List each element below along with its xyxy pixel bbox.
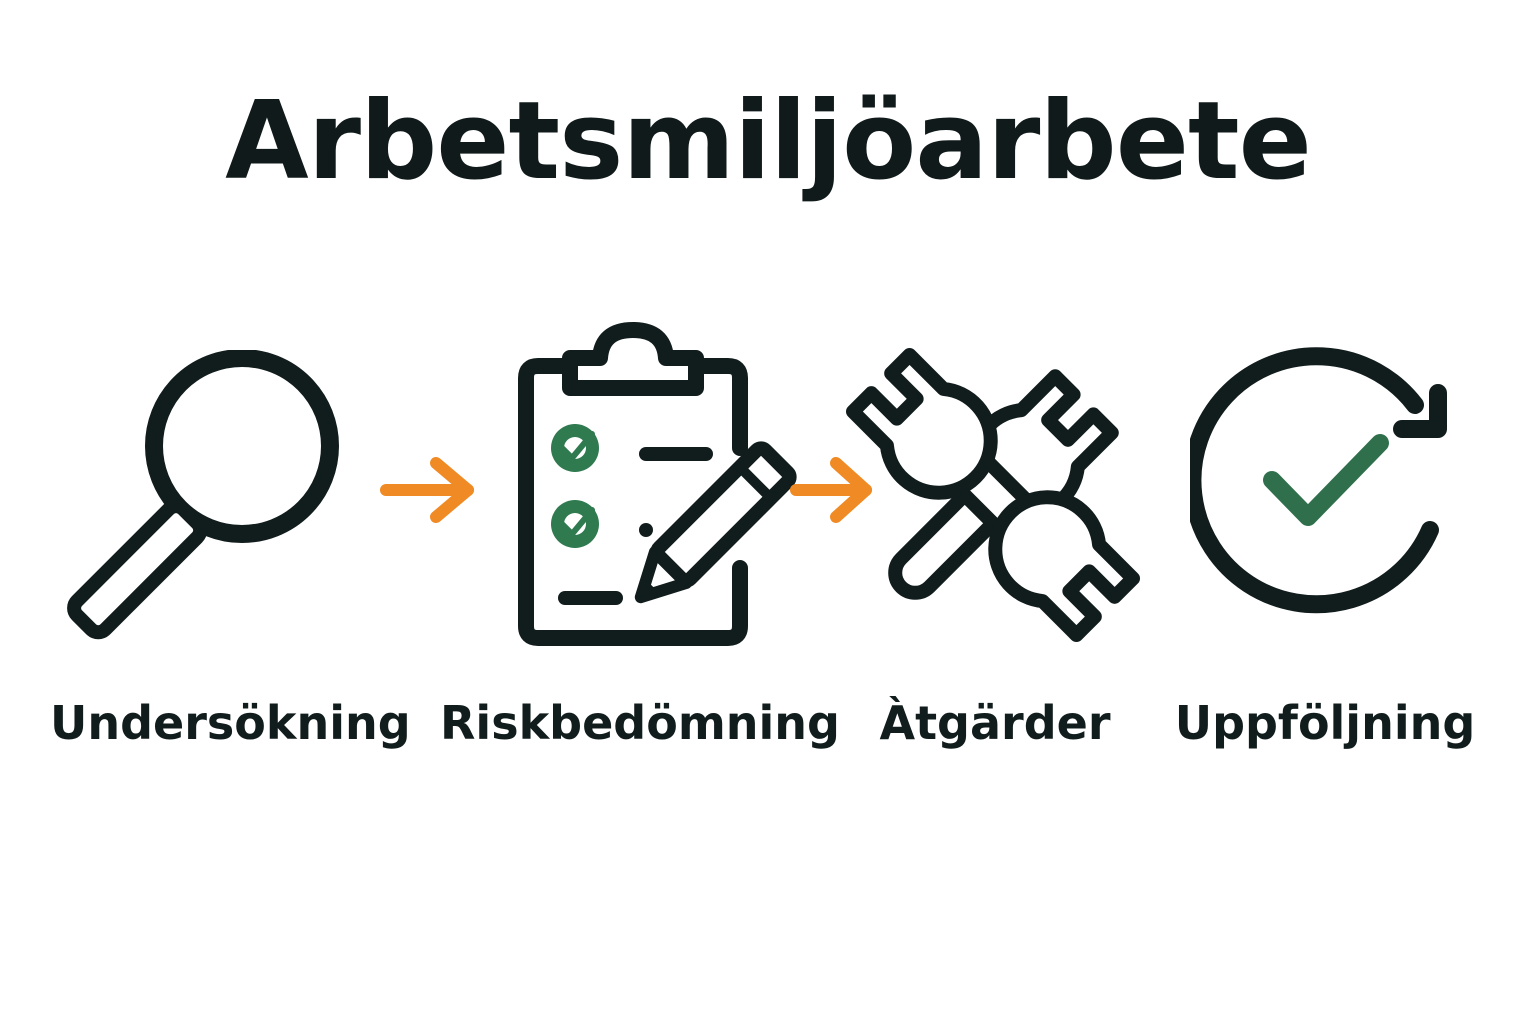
step-label-riskbedomning: Riskbedömning — [440, 696, 840, 750]
arrow-right-icon — [380, 457, 474, 523]
step-label-undersokning: Undersökning — [50, 696, 411, 750]
step-label-atgarder: Àtgärder — [879, 696, 1111, 750]
page-title: Arbetsmiljöarbete — [225, 79, 1312, 204]
clipboard-checklist-pencil-icon — [518, 322, 797, 646]
arrow-right-icon — [790, 457, 872, 523]
step-label-uppfoljning: Uppföljning — [1174, 696, 1476, 750]
magnifying-glass-icon — [67, 350, 339, 640]
crossed-wrenches-icon — [845, 347, 1141, 643]
circular-arrow-check-icon — [1190, 347, 1447, 614]
